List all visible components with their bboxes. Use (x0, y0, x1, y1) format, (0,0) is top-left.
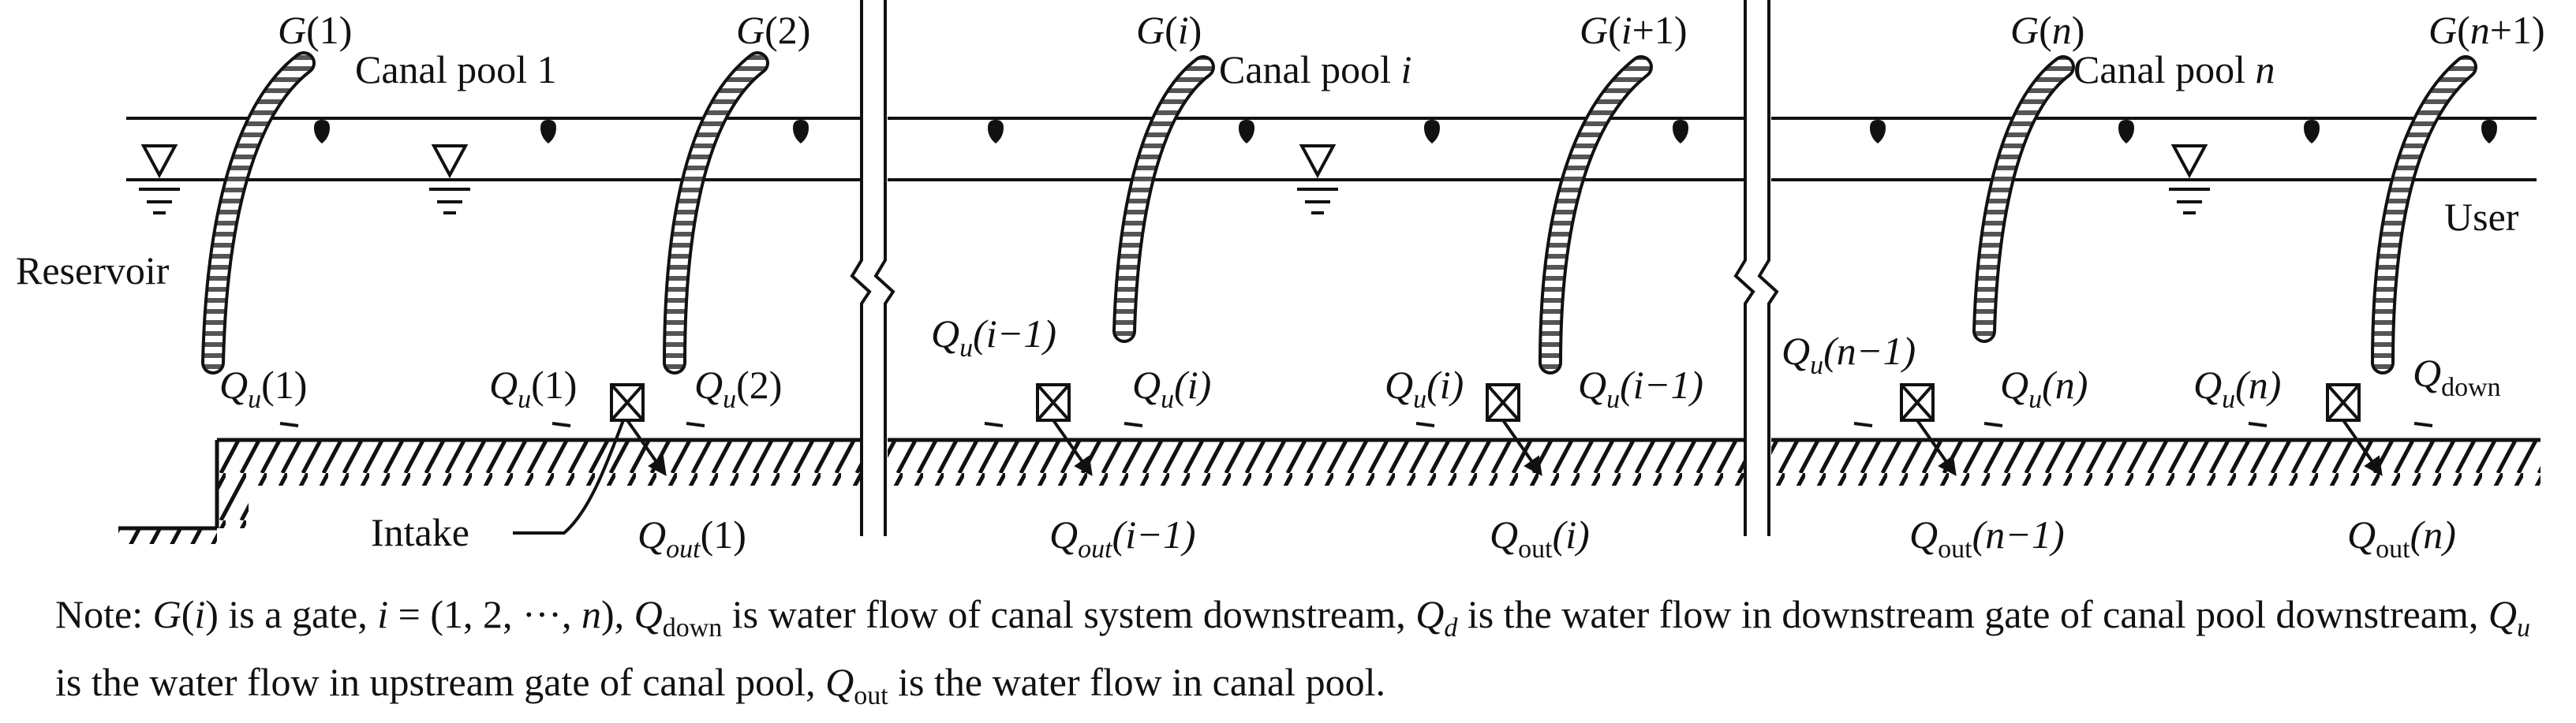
pool-label-i: Canal pool i (1219, 47, 1411, 91)
intake-label: Intake (371, 510, 469, 554)
gate-label-n: G(n) (2010, 8, 2084, 52)
flow-u-10: Qu(n) (2193, 363, 2281, 414)
gates (201, 51, 2477, 375)
flow-u-7: Qu(i−1) (1578, 363, 1703, 414)
user-label: User (2444, 195, 2519, 239)
gate-i-plus-1-shape (1538, 55, 1653, 375)
pool-labels: Canal pool 1 Canal pool i Canal pool n (355, 47, 2275, 91)
flow-u-4: Qu(i−1) (931, 311, 1056, 363)
gate-label-i: G(i) (1136, 8, 1202, 52)
gate-label-2: G(2) (736, 8, 810, 52)
flow-out-2: Qout(i−1) (1049, 512, 1196, 564)
flow-u-9: Qu(n) (2000, 363, 2088, 414)
flow-u-6: Qu(i) (1385, 363, 1464, 414)
flow-down: Qdown (2413, 351, 2501, 402)
canal-bed (118, 438, 2540, 544)
intake-1 (610, 383, 667, 476)
reservoir-label: Reservoir (16, 248, 170, 293)
upstream-flow-labels: Qu(1) Qu(1) Qu(2) Qu(i−1) Qu(i) Qu(i) Qu… (219, 311, 2501, 414)
break-symbols (850, 0, 1779, 587)
flow-marks (279, 422, 2433, 427)
intake-2 (1036, 383, 1093, 476)
gate-1-shape (201, 51, 316, 375)
flow-out-5: Qout(n) (2347, 512, 2456, 564)
intake-5 (2326, 383, 2383, 476)
intakes (610, 383, 2383, 476)
flow-u-1: Qu(1) (219, 363, 307, 414)
water-level-symbols (139, 144, 2210, 214)
flow-out-1: Qout(1) (637, 512, 746, 564)
intake-4 (1900, 383, 1957, 476)
outflow-labels: Qout(1) Qout(i−1) Qout(i) Qout(n−1) Qout… (637, 512, 2456, 564)
intake-leader-line (513, 419, 625, 535)
gate-n-plus-1-shape (2371, 55, 2477, 375)
flow-u-8: Qu(n−1) (1782, 329, 1916, 380)
flow-u-5: Qu(i) (1132, 363, 1211, 414)
gate-label-i-plus-1: G(i+1) (1580, 8, 1688, 52)
gate-label-n-plus-1: G(n+1) (2428, 8, 2545, 52)
gate-labels: G(1) G(2) G(i) G(i+1) G(n) G(n+1) (278, 8, 2545, 52)
flow-out-3: Qout(i) (1490, 512, 1590, 564)
water-droplets (314, 120, 2497, 143)
flow-out-4: Qout(n−1) (1909, 512, 2065, 564)
gate-n-shape (1972, 55, 2075, 343)
flow-u-2: Qu(1) (489, 363, 577, 414)
canal-system-diagram: G(1) G(2) G(i) G(i+1) G(n) G(n+1) Canal … (16, 0, 2545, 587)
gate-label-1: G(1) (278, 8, 352, 52)
flow-u-3: Qu(2) (694, 363, 782, 414)
figure-note: Note: G(i) is a gate, i = (1, 2, ···, n)… (55, 592, 2531, 710)
gate-2-shape (663, 51, 769, 375)
gate-i-shape (1112, 55, 1215, 343)
intake-3 (1486, 383, 1542, 476)
pool-label-1: Canal pool 1 (355, 47, 557, 91)
pool-label-n: Canal pool n (2073, 47, 2275, 91)
